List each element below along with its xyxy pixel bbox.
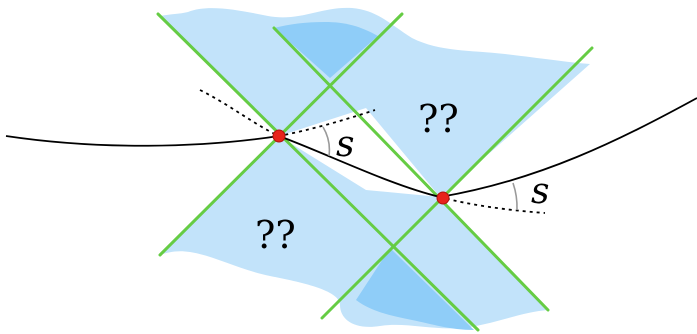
label-angle-right: s <box>531 171 549 212</box>
cone-line-right-2 <box>320 46 594 320</box>
bottom-overlap <box>356 248 474 330</box>
top-overlap <box>274 22 378 78</box>
label-lower-region: ?? <box>255 213 296 257</box>
cone-line-left-1 <box>156 12 480 332</box>
main-curve <box>5 97 697 198</box>
tangent-right <box>439 196 546 214</box>
label-angle-left: s <box>336 124 354 165</box>
top-region <box>160 7 590 198</box>
blue-regions <box>160 7 590 330</box>
cone-line-right-1 <box>272 26 550 312</box>
label-upper-region: ?? <box>418 97 459 141</box>
point-left <box>272 129 286 143</box>
bottom-region <box>160 136 548 329</box>
point-right <box>436 191 450 205</box>
angle-arc-left <box>322 126 331 157</box>
angle-arc-right <box>512 182 518 211</box>
